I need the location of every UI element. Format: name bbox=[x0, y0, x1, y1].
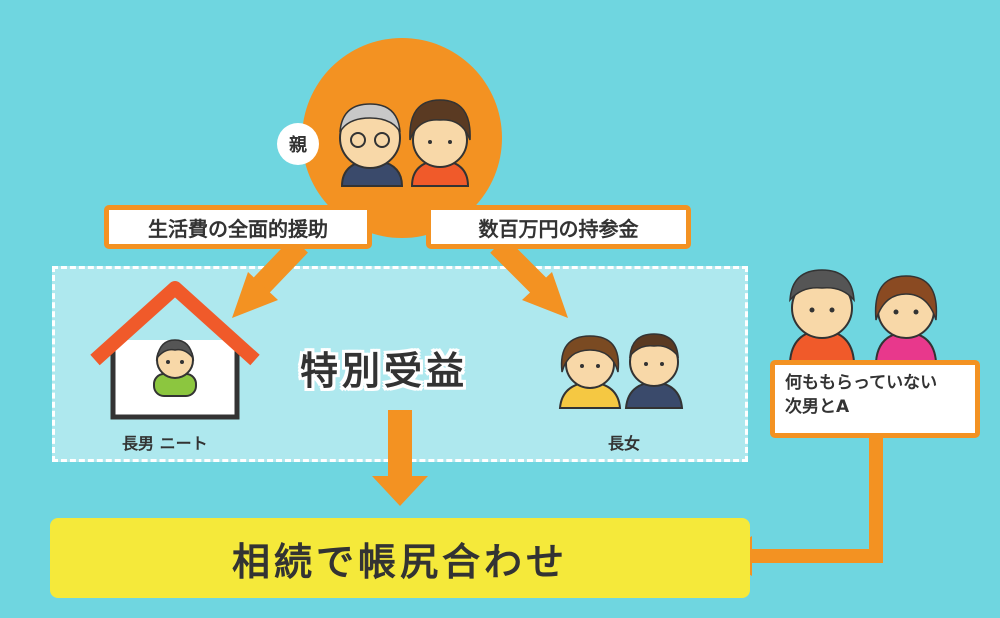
arrow-to-son bbox=[232, 237, 308, 318]
daughter-husband-icon bbox=[624, 333, 684, 409]
person-a-icon bbox=[874, 275, 938, 363]
others-label-line2: 次男とA bbox=[785, 397, 850, 417]
eldest-daughter-icon bbox=[558, 335, 622, 409]
grandmother-icon bbox=[409, 99, 471, 187]
special-benefit-title: 特別受益 bbox=[300, 349, 469, 393]
eldest-son-caption: 長男 ニート bbox=[122, 434, 208, 453]
result-bar bbox=[50, 518, 750, 598]
parents-badge: 親 bbox=[277, 123, 319, 165]
result-title: 相続で帳尻合わせ bbox=[231, 539, 568, 584]
arrow-to-daughter bbox=[490, 237, 568, 318]
second-son-icon bbox=[788, 269, 856, 363]
grandfather-icon bbox=[339, 103, 404, 187]
others-label: 何ももらっていない 次男とA bbox=[770, 360, 980, 438]
arrow-down-to-result bbox=[372, 410, 428, 506]
dowry-money-label: 数百万円の持参金 bbox=[426, 205, 691, 249]
others-label-line1: 何ももらっていない bbox=[785, 373, 938, 393]
house-icon bbox=[90, 281, 260, 420]
eldest-daughter-caption: 長女 bbox=[608, 434, 641, 453]
living-support-label: 生活費の全面的援助 bbox=[104, 205, 372, 249]
